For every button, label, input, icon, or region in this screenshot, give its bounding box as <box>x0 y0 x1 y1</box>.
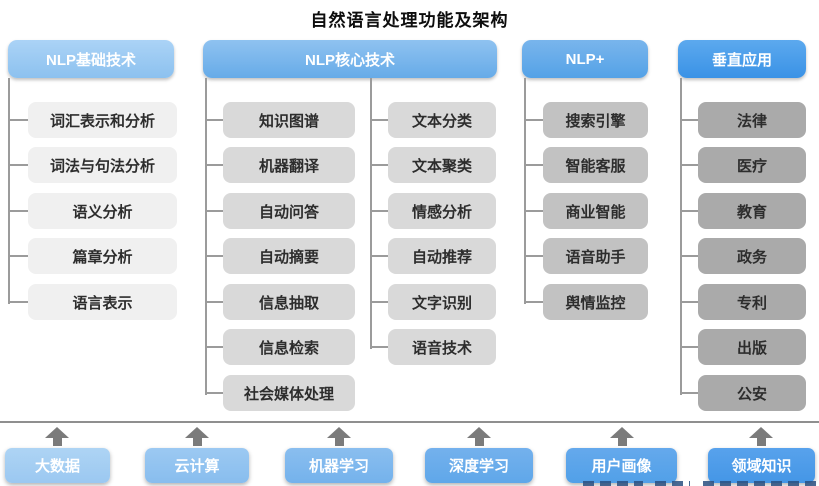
basics-item: 词法与句法分析 <box>8 147 177 183</box>
column-header-nlp-basics: NLP基础技术 <box>8 40 174 78</box>
foundation-box: 领域知识 <box>708 448 815 483</box>
connector-spine <box>370 78 372 349</box>
connector-spine <box>680 78 682 395</box>
vertical-app-item: 政务 <box>680 238 806 274</box>
nlp-plus-item: 商业智能 <box>524 193 648 229</box>
nlp-plus-item: 舆情监控 <box>524 284 648 320</box>
column-header-nlp-core: NLP核心技术 <box>203 40 497 78</box>
up-arrow-icon <box>185 427 209 447</box>
vertical-app-item: 出版 <box>680 329 806 365</box>
core-left-item: 信息抽取 <box>205 284 355 320</box>
page-title: 自然语言处理功能及架构 <box>310 11 509 30</box>
core-right-item: 文字识别 <box>370 284 496 320</box>
vertical-app-item: 法律 <box>680 102 806 138</box>
nlp-plus-item: 智能客服 <box>524 147 648 183</box>
foundation-box: 云计算 <box>145 448 249 483</box>
nlp-plus-item: 语音助手 <box>524 238 648 274</box>
column-header-vertical-apps: 垂直应用 <box>678 40 806 78</box>
foundation-box: 用户画像 <box>566 448 677 483</box>
basics-item: 语义分析 <box>8 193 177 229</box>
core-right-item: 情感分析 <box>370 193 496 229</box>
core-left-item: 信息检索 <box>205 329 355 365</box>
watermark-fragment <box>583 481 643 486</box>
basics-item: 语言表示 <box>8 284 177 320</box>
core-left-item: 自动问答 <box>205 193 355 229</box>
watermark-fragment <box>655 481 690 486</box>
core-left-item: 社会媒体处理 <box>205 375 355 411</box>
column-header-nlp-plus: NLP+ <box>522 40 648 78</box>
core-left-item: 知识图谱 <box>205 102 355 138</box>
foundation-box: 机器学习 <box>285 448 393 483</box>
connector-spine <box>205 78 207 395</box>
core-left-item: 自动摘要 <box>205 238 355 274</box>
up-arrow-icon <box>610 427 634 447</box>
up-arrow-icon <box>327 427 351 447</box>
vertical-app-item: 教育 <box>680 193 806 229</box>
vertical-app-item: 医疗 <box>680 147 806 183</box>
core-left-item: 机器翻译 <box>205 147 355 183</box>
up-arrow-icon <box>749 427 773 447</box>
watermark-fragment <box>703 481 817 486</box>
core-right-item: 自动推荐 <box>370 238 496 274</box>
connector-spine <box>8 78 10 304</box>
nlp-plus-item: 搜索引擎 <box>524 102 648 138</box>
up-arrow-icon <box>467 427 491 447</box>
core-right-item: 文本聚类 <box>370 147 496 183</box>
separator-line <box>0 421 819 423</box>
core-right-item: 文本分类 <box>370 102 496 138</box>
connector-spine <box>524 78 526 304</box>
foundation-box: 深度学习 <box>425 448 533 483</box>
up-arrow-icon <box>45 427 69 447</box>
basics-item: 篇章分析 <box>8 238 177 274</box>
vertical-app-item: 公安 <box>680 375 806 411</box>
foundation-box: 大数据 <box>5 448 110 483</box>
vertical-app-item: 专利 <box>680 284 806 320</box>
core-right-item: 语音技术 <box>370 329 496 365</box>
basics-item: 词汇表示和分析 <box>8 102 177 138</box>
